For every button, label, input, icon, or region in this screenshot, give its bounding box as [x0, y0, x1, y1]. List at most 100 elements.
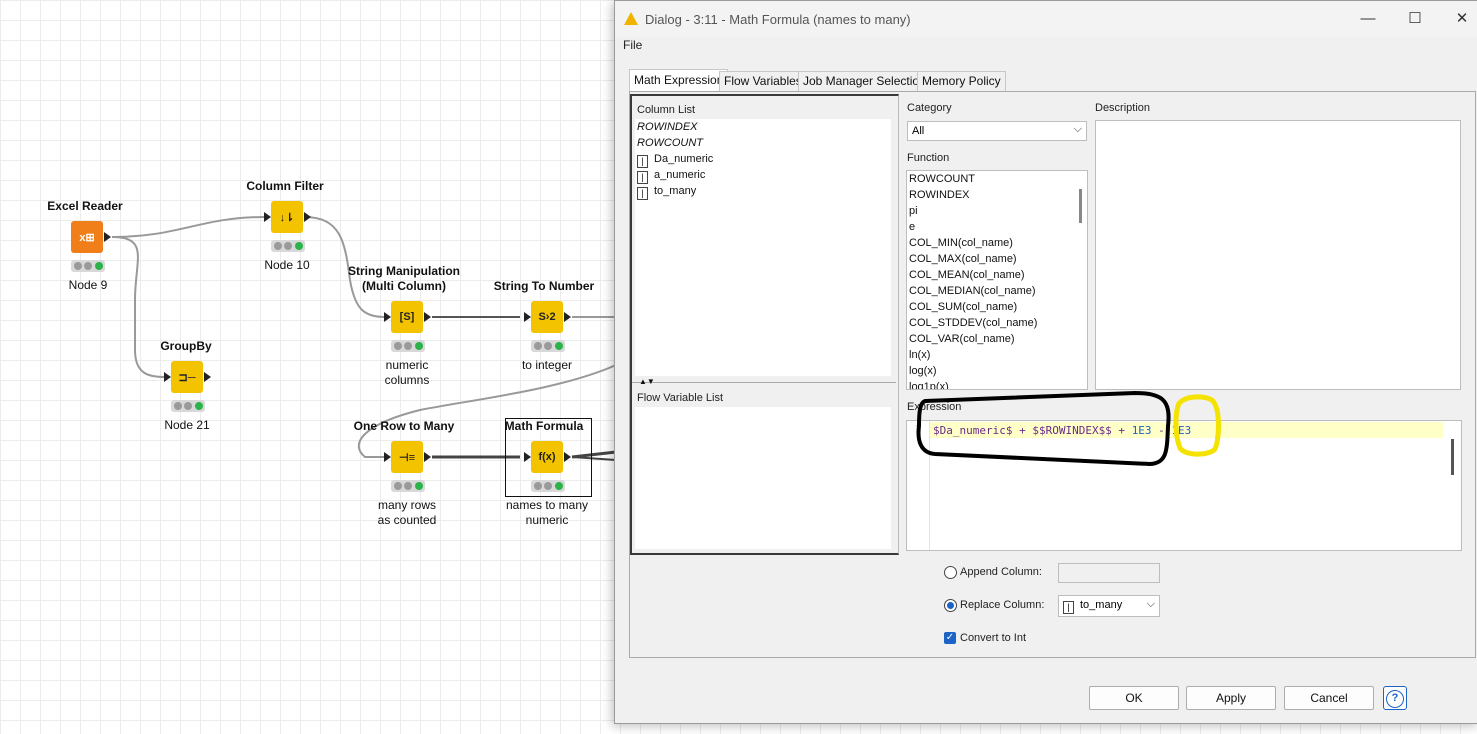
input-port[interactable]: [164, 372, 171, 382]
status-lights: [271, 240, 305, 252]
output-port[interactable]: [564, 452, 571, 462]
function-list[interactable]: ROWCOUNT ROWINDEX pi e COL_MIN(col_name)…: [906, 170, 1088, 390]
flow-variable-list[interactable]: [635, 407, 891, 549]
splitter[interactable]: [632, 382, 896, 383]
column-list[interactable]: ROWINDEX ROWCOUNT |Da_numeric |a_numeric…: [635, 119, 891, 376]
expression-text[interactable]: $Da_numeric$ + $$ROWINDEX$$ + 1E3 - 1E3: [933, 424, 1191, 437]
column-filter-node[interactable]: ↓⇂: [271, 201, 303, 233]
line-number: 1: [915, 424, 922, 435]
function-item[interactable]: ROWCOUNT: [909, 173, 975, 185]
ok-button[interactable]: OK: [1089, 686, 1179, 710]
output-port[interactable]: [424, 312, 431, 322]
function-item[interactable]: e: [909, 221, 916, 233]
close-button[interactable]: ✕: [1455, 10, 1469, 27]
node-title-groupby: GroupBy: [160, 339, 212, 353]
dialog-titlebar[interactable]: Dialog - 3:11 - Math Formula (names to m…: [615, 1, 1477, 37]
output-port[interactable]: [104, 232, 111, 242]
splitter-arrows-icon[interactable]: ▲▼: [639, 377, 655, 386]
line-gutter: [907, 421, 930, 550]
math-formula-dialog[interactable]: Dialog - 3:11 - Math Formula (names to m…: [614, 0, 1477, 724]
expression-scrollbar[interactable]: [1451, 439, 1454, 475]
node-title-string-manipulation-2: (Multi Column): [362, 279, 446, 293]
math-formula-node[interactable]: f(x): [531, 441, 563, 473]
menu-file[interactable]: File: [623, 38, 643, 52]
tab-flow-variables[interactable]: Flow Variables: [719, 71, 807, 91]
column-item-a-numeric[interactable]: |a_numeric: [637, 169, 705, 184]
function-item[interactable]: log(x): [909, 365, 937, 377]
excel-reader-node[interactable]: x⊞: [71, 221, 103, 253]
chevron-down-icon: ⌵: [1073, 123, 1082, 135]
function-item[interactable]: COL_STDDEV(col_name): [909, 317, 1038, 329]
node-title-column-filter: Column Filter: [246, 179, 324, 193]
replace-column-select[interactable]: |to_many ⌵: [1058, 595, 1160, 617]
tab-math-expression[interactable]: Math Expression: [629, 69, 729, 92]
function-item[interactable]: log1p(x): [909, 381, 949, 390]
node-label-one-row-to-many: many rows: [377, 498, 437, 512]
column-filter-icon: ↓⇂: [279, 211, 295, 224]
groupby-node[interactable]: ⊐─: [171, 361, 203, 393]
string-manipulation-node[interactable]: [S]: [391, 301, 423, 333]
append-column-radio[interactable]: [944, 566, 957, 579]
string-to-number-node[interactable]: S›2: [531, 301, 563, 333]
excel-icon: x⊞: [79, 231, 95, 244]
output-port[interactable]: [564, 312, 571, 322]
function-scrollbar[interactable]: [1079, 189, 1082, 223]
node-title-math-formula: Math Formula: [504, 419, 584, 433]
tab-job-manager-selection[interactable]: Job Manager Selection: [798, 71, 931, 91]
function-label: Function: [907, 152, 950, 164]
function-item[interactable]: COL_MEDIAN(col_name): [909, 285, 1036, 297]
replace-column-label: Replace Column:: [960, 599, 1045, 611]
function-item[interactable]: COL_VAR(col_name): [909, 333, 1015, 345]
node-label-excel-reader: Node 9: [68, 278, 108, 292]
function-item[interactable]: COL_MAX(col_name): [909, 253, 1017, 265]
function-item[interactable]: COL_SUM(col_name): [909, 301, 1018, 313]
node-label-math-formula: names to many: [505, 498, 589, 512]
node-label-string-manipulation: numeric: [385, 358, 429, 372]
function-item[interactable]: ln(x): [909, 349, 931, 361]
expression-part: $Da_numeric$ + $$ROWINDEX$$ +: [933, 424, 1132, 437]
string-column-icon: |: [637, 187, 648, 200]
column-item-da-numeric[interactable]: |Da_numeric: [637, 153, 713, 168]
append-column-input[interactable]: [1058, 563, 1160, 583]
function-item[interactable]: ROWINDEX: [909, 189, 970, 201]
minimize-button[interactable]: —: [1360, 10, 1376, 27]
input-port[interactable]: [384, 312, 391, 322]
warning-icon: [624, 12, 638, 25]
column-list-label: Column List: [637, 104, 696, 116]
node-title-excel-reader: Excel Reader: [47, 199, 123, 213]
maximize-button[interactable]: ☐: [1408, 10, 1422, 27]
input-port[interactable]: [524, 312, 531, 322]
output-port[interactable]: [424, 452, 431, 462]
input-port[interactable]: [524, 452, 531, 462]
function-item[interactable]: COL_MIN(col_name): [909, 237, 1013, 249]
category-select[interactable]: All ⌵: [907, 121, 1087, 141]
category-label: Category: [907, 102, 952, 114]
convert-to-int-checkbox[interactable]: ✓: [944, 632, 956, 644]
status-lights: [531, 480, 565, 492]
column-item-label: to_many: [654, 185, 697, 197]
cancel-button[interactable]: Cancel: [1284, 686, 1374, 710]
replace-column-radio[interactable]: [944, 599, 957, 612]
column-item-to-many[interactable]: | to_many: [637, 185, 696, 200]
node-label-string-to-number: to integer: [521, 358, 573, 372]
one-row-to-many-node[interactable]: ⊣≡: [391, 441, 423, 473]
node-label-one-row-to-many-2: as counted: [377, 513, 437, 527]
category-value: All: [912, 125, 925, 137]
input-port[interactable]: [384, 452, 391, 462]
output-port[interactable]: [304, 212, 311, 222]
function-item[interactable]: COL_MEAN(col_name): [909, 269, 1025, 281]
input-port[interactable]: [264, 212, 271, 222]
output-port[interactable]: [204, 372, 211, 382]
column-item-rowindex[interactable]: ROWINDEX: [637, 121, 698, 133]
tab-memory-policy[interactable]: Memory Policy: [917, 71, 1006, 91]
function-item[interactable]: pi: [909, 205, 918, 217]
apply-button[interactable]: Apply: [1186, 686, 1276, 710]
string-manipulation-icon: [S]: [399, 311, 415, 323]
expression-editor[interactable]: 1 $Da_numeric$ + $$ROWINDEX$$ + 1E3 - 1E…: [906, 420, 1462, 551]
help-button[interactable]: ?: [1383, 686, 1407, 710]
status-lights: [71, 260, 105, 272]
string-to-number-icon: S›2: [538, 311, 556, 323]
flow-variable-list-label: Flow Variable List: [637, 392, 723, 404]
column-item-rowcount[interactable]: ROWCOUNT: [637, 137, 703, 149]
replace-column-value-wrap: |to_many: [1063, 599, 1122, 614]
